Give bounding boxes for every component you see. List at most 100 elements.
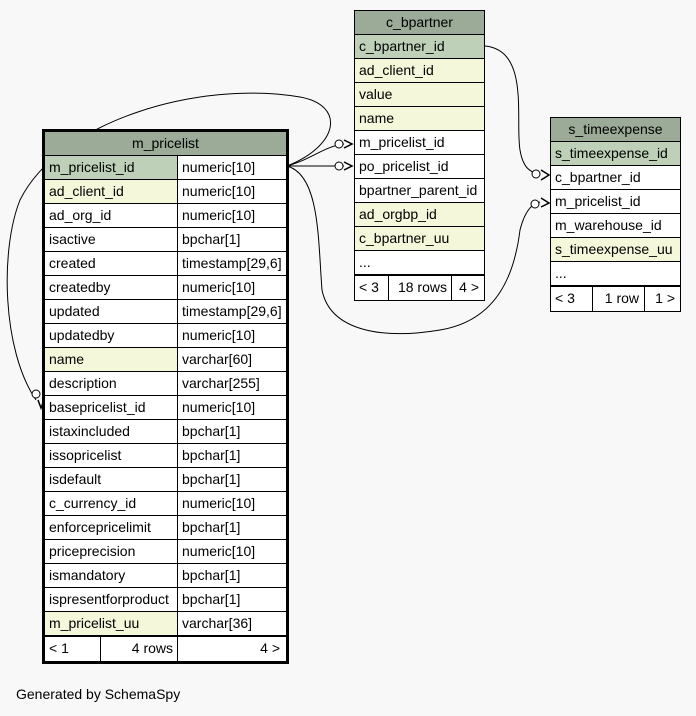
table-row: s_timeexpense_id bbox=[551, 142, 680, 166]
table-row: value bbox=[355, 83, 484, 107]
crowfoot-marker bbox=[540, 197, 551, 208]
column-name: ismandatory bbox=[45, 564, 178, 587]
column-name: c_currency_id bbox=[45, 492, 178, 515]
column-type: numeric[10] bbox=[178, 276, 286, 299]
column-type: varchar[36] bbox=[178, 612, 286, 635]
column-type: numeric[10] bbox=[178, 324, 286, 347]
children-count: 4 > bbox=[459, 279, 479, 295]
column-name: m_pricelist_uu bbox=[45, 612, 178, 635]
column-name: ... bbox=[551, 262, 680, 285]
column-name: ad_client_id bbox=[355, 59, 484, 82]
column-type: bpchar[1] bbox=[178, 228, 286, 251]
column-name: enforcepricelimit bbox=[45, 516, 178, 539]
table-footer: < 3 18 rows 4 > bbox=[355, 276, 484, 300]
column-type: numeric[10] bbox=[178, 180, 286, 203]
crowfoot-marker bbox=[540, 169, 551, 181]
column-name: value bbox=[355, 83, 484, 106]
table-row: m_warehouse_id bbox=[551, 214, 680, 238]
column-type: numeric[10] bbox=[178, 540, 286, 563]
crowfoot-marker bbox=[343, 139, 354, 149]
column-name: s_timeexpense_id bbox=[551, 142, 680, 165]
edge-end-marker bbox=[31, 389, 41, 399]
column-name: created bbox=[45, 252, 178, 275]
column-name: updated bbox=[45, 300, 178, 323]
column-type: timestamp[29,6] bbox=[178, 252, 286, 275]
table-row: po_pricelist_id bbox=[355, 155, 484, 179]
row-count: 1 row bbox=[593, 287, 645, 311]
column-name: m_warehouse_id bbox=[551, 214, 680, 237]
table-row: c_bpartner_id bbox=[355, 35, 484, 59]
column-name: name bbox=[355, 107, 484, 130]
column-name: ispresentforproduct bbox=[45, 588, 178, 611]
children-count: 1 > bbox=[655, 290, 675, 306]
column-type: numeric[10] bbox=[178, 156, 286, 179]
column-name: m_pricelist_id bbox=[355, 131, 484, 154]
column-name: ad_org_id bbox=[45, 204, 178, 227]
column-type: bpchar[1] bbox=[178, 468, 286, 491]
column-name: updatedby bbox=[45, 324, 178, 347]
table-title: m_pricelist bbox=[45, 132, 286, 156]
column-type: bpchar[1] bbox=[178, 564, 286, 587]
row-count: 18 rows bbox=[389, 276, 452, 300]
table-row: ad_client_id bbox=[355, 59, 484, 83]
table-row: bpartner_parent_id bbox=[355, 179, 484, 203]
column-name: ad_client_id bbox=[45, 180, 178, 203]
table-row: s_timeexpense_uu bbox=[551, 238, 680, 262]
table-row: c_bpartner_uu bbox=[355, 227, 484, 251]
column-type: varchar[255] bbox=[178, 372, 286, 395]
table-row: ... bbox=[355, 251, 484, 275]
column-type: varchar[60] bbox=[178, 348, 286, 371]
column-name: ... bbox=[355, 251, 484, 274]
column-type: numeric[10] bbox=[178, 492, 286, 515]
edge-end-marker bbox=[530, 199, 540, 209]
column-name: basepricelist_id bbox=[45, 396, 178, 419]
column-type: bpchar[1] bbox=[178, 588, 286, 611]
column-name: c_bpartner_uu bbox=[355, 227, 484, 250]
column-name: description bbox=[45, 372, 178, 395]
edge-timeexpense-m-pricelist bbox=[286, 165, 541, 335]
edge-end-marker bbox=[531, 169, 541, 179]
column-type: bpchar[1] bbox=[178, 420, 286, 443]
edge-end-marker bbox=[334, 161, 344, 171]
column-type: numeric[10] bbox=[178, 204, 286, 227]
column-name: po_pricelist_id bbox=[355, 155, 484, 178]
children-count: 4 > bbox=[260, 640, 280, 656]
parents-count: < 1 bbox=[45, 637, 101, 661]
table-row: ... bbox=[551, 262, 680, 286]
column-name: issopricelist bbox=[45, 444, 178, 467]
column-name: isactive bbox=[45, 228, 178, 251]
column-type: numeric[10] bbox=[178, 396, 286, 419]
table-footer: < 1 4 rows 4 > bbox=[45, 637, 286, 661]
edge-timeexpense-bpartner bbox=[484, 45, 541, 176]
column-name: priceprecision bbox=[45, 540, 178, 563]
column-name: isdefault bbox=[45, 468, 178, 491]
column-name: name bbox=[45, 348, 178, 371]
column-name: c_bpartner_id bbox=[355, 35, 484, 58]
parents-count: < 3 bbox=[551, 287, 593, 311]
crowfoot-marker bbox=[343, 161, 354, 171]
table-row: c_bpartner_id bbox=[551, 166, 680, 190]
column-name: ad_orgbp_id bbox=[355, 203, 484, 226]
column-type: bpchar[1] bbox=[178, 516, 286, 539]
row-count: 4 rows bbox=[101, 637, 178, 661]
